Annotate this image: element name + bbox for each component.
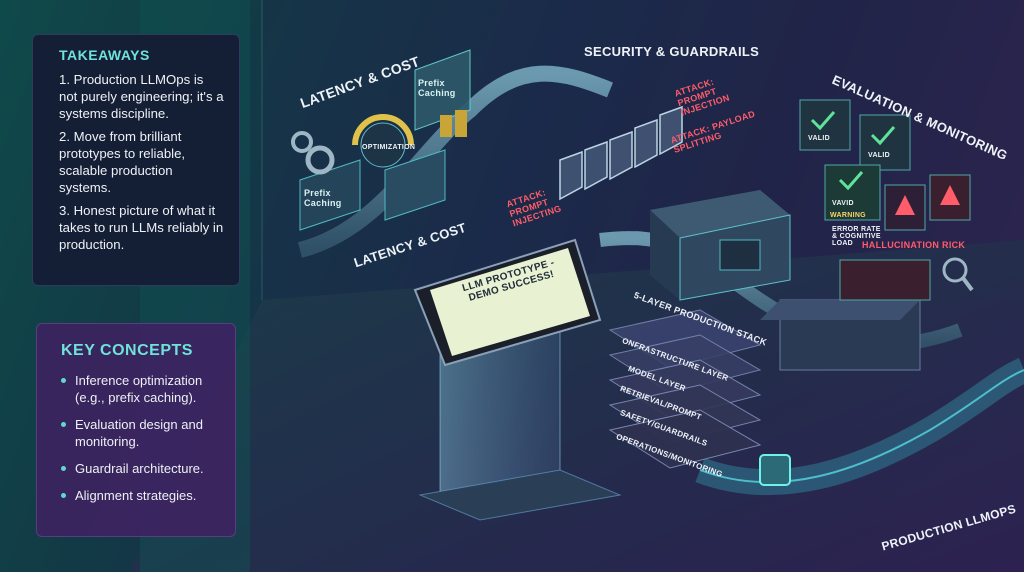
key-concepts-list: Inference optimization (e.g., prefix cac…: [57, 372, 221, 504]
key-concept-item: Guardrail architecture.: [61, 460, 221, 477]
warning-card: WARNING: [830, 212, 866, 219]
takeaways-panel: TAKEAWAYS 1. Production LLMOps is not pu…: [32, 34, 240, 286]
hallucination-risk-label: HALLUCINATION RICK: [862, 240, 966, 250]
takeaway-item: 2. Move from brilliant prototypes to rel…: [59, 129, 186, 195]
key-concept-item: Inference optimization (e.g., prefix cac…: [61, 372, 221, 406]
optimization-gauge-label: OPTIMIZATION: [362, 144, 416, 151]
valid-card-3: VAVID: [832, 200, 854, 207]
key-concepts-title: KEY CONCEPTS: [61, 342, 193, 359]
security-guardrails-label: SECURITY & GUARDRAILS: [584, 44, 760, 59]
prefix-caching-card-label: Prefix Caching: [418, 78, 456, 98]
error-rate-card: ERROR RATE & COGNITIVE LOAD: [832, 226, 881, 247]
valid-card-1: VALID: [808, 135, 830, 142]
key-concept-item: Evaluation design and monitoring.: [61, 416, 221, 450]
takeaways-list: 1. Production LLMOps is not purely engin…: [53, 71, 225, 253]
takeaway-item: 1. Production LLMOps is not purely engin…: [59, 72, 224, 121]
takeaways-title: TAKEAWAYS: [59, 47, 150, 63]
key-concept-item: Alignment strategies.: [61, 487, 221, 504]
key-concepts-panel: KEY CONCEPTS Inference optimization (e.g…: [36, 323, 236, 537]
takeaway-item: 3. Honest picture of what it takes to ru…: [59, 203, 224, 252]
prefix-caching-box-label: Prefix Caching: [304, 188, 342, 208]
valid-card-2: VALID: [868, 152, 890, 159]
